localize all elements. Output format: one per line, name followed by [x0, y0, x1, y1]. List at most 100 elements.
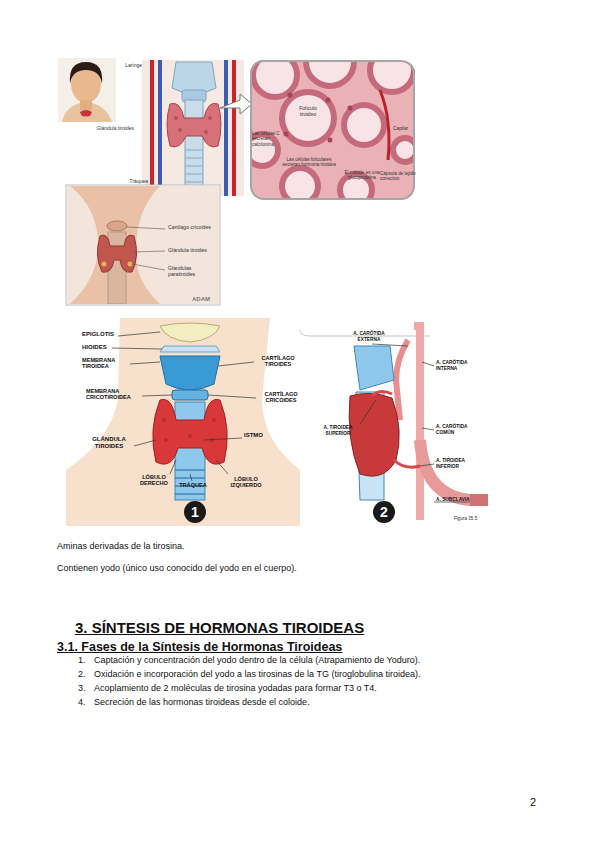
body-text: 4.: [78, 697, 92, 707]
part-label: Las células foliculares secretan hormona…: [282, 157, 336, 168]
follicle-histology-part: [253, 60, 297, 97]
follicle-histology-part: [282, 92, 334, 144]
neck-anatomy-part: [158, 60, 162, 196]
part-label: LÓBULO IZQUIERDO: [224, 476, 268, 489]
woman-portrait-part: [80, 100, 92, 110]
part-label: A. SUBCLAVIA: [436, 497, 484, 503]
neck-front-anatomy: [66, 318, 490, 528]
part-label: MEMBRANA TIROIDEA: [82, 357, 130, 370]
neck-anatomy-part: [185, 149, 203, 150]
callout-circle: 1: [184, 501, 206, 523]
body-text: Oxidación e incorporación del yodo a las…: [94, 669, 584, 679]
neck-front-anatomy-part: [112, 348, 162, 349]
body-text: 2.: [78, 669, 92, 679]
neck-front-anatomy-part: [66, 318, 300, 526]
follicle-histology-part: [306, 60, 354, 86]
part-label: A. TIROIDEA SUPERIOR: [316, 425, 360, 436]
callout-number: 1: [191, 505, 199, 519]
thyroid-photo: [66, 185, 220, 305]
neck-anatomy-part: [174, 116, 178, 120]
neck-front-anatomy-part: [170, 460, 176, 474]
neck-front-anatomy-part: [208, 395, 256, 398]
thyroid-photo-part: [67, 186, 219, 304]
part-label: Glándula tiroides: [86, 126, 134, 132]
thyroid-photo-part: [134, 251, 165, 252]
neck-anatomy-part: [185, 150, 203, 190]
thyroid-photo-part: [67, 186, 219, 304]
thyroid-photo-part: [102, 262, 107, 267]
thyroid-arteries-side: [300, 326, 488, 520]
thyroid-arteries-side-part: [372, 391, 392, 396]
part-label: Glándula tiroides: [168, 248, 218, 254]
callout-circle: 2: [373, 501, 395, 523]
part-label: Cartílago cricoides: [168, 225, 218, 231]
part-label: GLÁNDULA TIROIDES: [82, 436, 136, 450]
part-label: HIOIDES: [82, 344, 122, 351]
thyroid-arteries-side-part: [420, 440, 488, 500]
thyroid-photo-part: [132, 264, 165, 270]
neck-anatomy: [142, 60, 244, 196]
neck-anatomy-part: [208, 116, 212, 120]
thyroid-photo-part: [107, 221, 127, 231]
neck-front-anatomy-part: [218, 362, 254, 366]
part-label: Folículo tiroideo: [292, 106, 324, 118]
neck-front-anatomy-part: [160, 323, 220, 342]
thyroid-arteries-side-part: [360, 400, 376, 424]
neck-anatomy-part: [150, 60, 154, 196]
neck-anatomy-part: [232, 60, 236, 196]
neck-anatomy-part: [142, 60, 244, 196]
neck-front-anatomy-part: [160, 346, 220, 352]
neck-anatomy-part: [185, 181, 203, 182]
body-text: Aminas derivadas de la tirosina.: [57, 541, 377, 551]
callout-number: 2: [380, 505, 388, 519]
body-text: 1.: [78, 655, 92, 665]
part-label: CARTÍLAGO CRICOIDES: [256, 391, 306, 404]
page-number: 2: [530, 796, 550, 809]
neck-anatomy-part: [185, 165, 203, 166]
thyroid-photo-part: [127, 227, 165, 270]
thyroid-arteries-side-part: [394, 460, 420, 467]
neck-front-anatomy-part: [190, 474, 192, 481]
neck-anatomy-part: [185, 157, 203, 158]
body-text: Captación y concentración del yodo dentr…: [94, 655, 584, 665]
neck-anatomy-part: [204, 130, 208, 134]
thyroid-photo-part: [127, 227, 165, 229]
body-text: Secreción de las hormonas tiroideas desd…: [94, 697, 584, 707]
part-label: TRÁQUEA: [174, 482, 212, 488]
neck-front-anatomy-part: [130, 362, 160, 364]
neck-front-anatomy-part: [204, 438, 242, 440]
thyroid-arteries-side-part: [420, 464, 434, 466]
magnify-arrow: [220, 94, 252, 114]
woman-portrait-part: [80, 110, 92, 117]
thyroid-photo-part: [66, 185, 220, 305]
neck-anatomy-part: [224, 60, 228, 196]
follicle-histology-part: [284, 132, 289, 137]
neck-front-anatomy-part: [142, 395, 172, 396]
part-label: A. CARÓTIDA INTERNA: [436, 360, 484, 371]
thyroid-arteries-side-part: [354, 346, 394, 390]
neck-anatomy-part: [185, 173, 203, 174]
neck-front-anatomy-part: [112, 332, 256, 481]
neck-front-anatomy-part: [175, 477, 205, 479]
part-label: MEMBRANA CRICOTIROIDEA: [86, 388, 142, 401]
neck-front-anatomy-part: [66, 318, 490, 528]
part-label: Glándulas paratiroides: [168, 266, 216, 278]
part-label: CARTÍLAGO TIROIDES: [254, 355, 302, 368]
thyroid-photo-part: [97, 235, 136, 272]
thyroid-arteries-side-part: [349, 393, 399, 476]
part-label: LÓBULO DERECHO: [134, 474, 174, 487]
neck-front-anatomy-part: [162, 418, 166, 422]
neck-front-anatomy-part: [134, 440, 156, 446]
neck-front-anatomy-part: [175, 469, 205, 471]
part-label: Laringe: [108, 63, 142, 69]
neck-anatomy-part: [178, 128, 182, 132]
follicle-histology-part: [326, 98, 331, 103]
thyroid-arteries-side-part: [422, 428, 434, 430]
part-label: A. TIROIDEA INFERIOR: [436, 458, 484, 469]
follicle-histology-part: [348, 106, 353, 111]
part-label: ADAM: [192, 296, 218, 303]
follicle-histology-part: [393, 138, 415, 162]
neck-front-anatomy-part: [188, 434, 192, 438]
